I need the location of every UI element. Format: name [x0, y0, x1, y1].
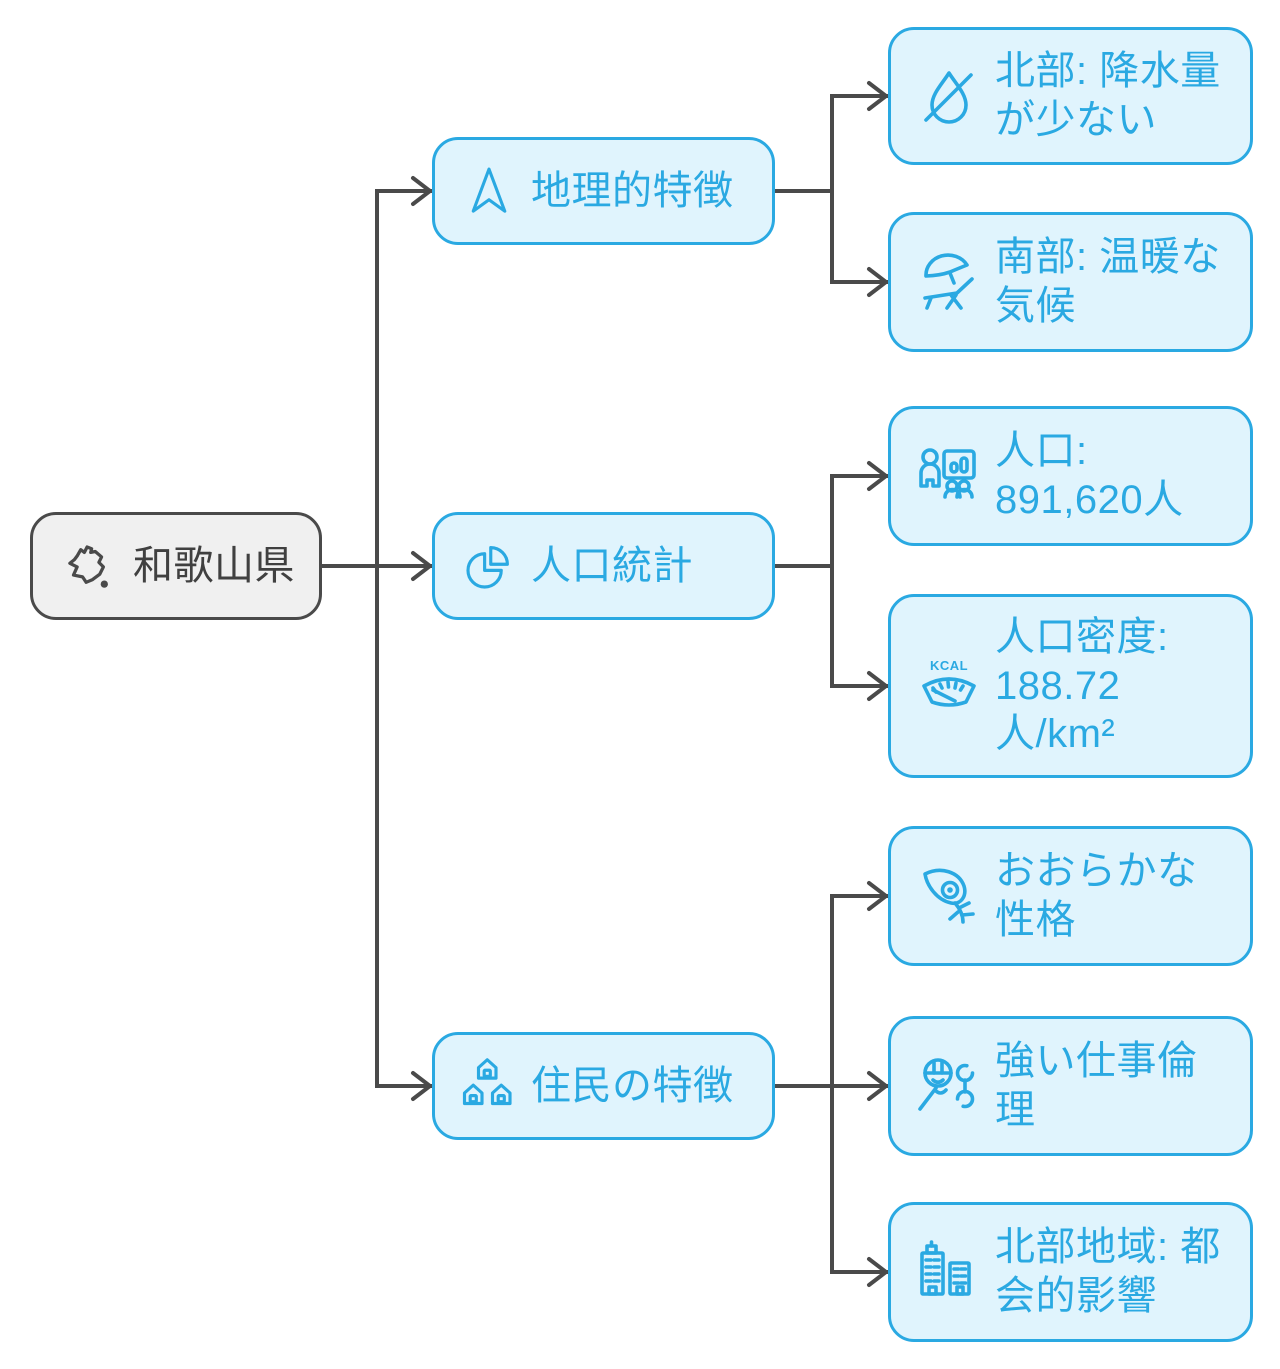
node-geo-north[interactable]: 北部: 降水量 が少ない — [888, 27, 1253, 165]
navigation-arrow-icon — [471, 167, 507, 213]
node-root-label: 和歌山県 — [133, 543, 295, 588]
node-geo-south[interactable]: 南部: 温暖な 気候 — [888, 212, 1253, 352]
node-residents[interactable]: 住民の特徴 — [432, 1032, 775, 1140]
node-density-label: 人口密度: 188.72 人/km² — [995, 614, 1169, 757]
node-personality-label: おおらかな 性格 — [995, 849, 1198, 942]
beach-lounger-icon — [923, 253, 974, 310]
city-buildings-icon — [920, 1240, 971, 1296]
worker-wrench-icon — [918, 1058, 975, 1111]
houses-icon — [462, 1058, 512, 1106]
node-geo-north-label: 北部: 降水量 が少ない — [995, 49, 1221, 142]
node-demographics[interactable]: 人口統計 — [432, 512, 775, 620]
node-root-wakayama[interactable]: 和歌山県 — [30, 512, 322, 620]
node-population-label: 人口: 891,620人 — [995, 429, 1184, 522]
node-work-ethic[interactable]: 強い仕事倫 理 — [888, 1016, 1253, 1156]
kcal-gauge-text: KCAL — [930, 658, 968, 673]
pie-chart-icon — [466, 546, 509, 589]
people-presentation-icon — [919, 448, 976, 499]
node-geography[interactable]: 地理的特徴 — [432, 137, 775, 245]
node-population[interactable]: 人口: 891,620人 — [888, 406, 1253, 546]
kcal-gauge-icon: KCAL — [922, 658, 976, 707]
node-demographics-label: 人口統計 — [531, 543, 693, 588]
node-geo-south-label: 南部: 温暖な 気候 — [995, 235, 1221, 328]
node-work-ethic-label: 強い仕事倫 理 — [995, 1039, 1198, 1132]
node-geography-label: 地理的特徴 — [531, 168, 734, 213]
map-icon — [68, 545, 108, 588]
node-personality[interactable]: おおらかな 性格 — [888, 826, 1253, 966]
squid-icon — [923, 868, 975, 924]
node-density[interactable]: KCAL 人口密度: 188.72 人/km² — [888, 594, 1253, 778]
no-rain-icon — [924, 71, 973, 124]
node-urban[interactable]: 北部地域: 都 会的影響 — [888, 1202, 1253, 1342]
node-residents-label: 住民の特徴 — [531, 1063, 734, 1108]
node-urban-label: 北部地域: 都 会的影響 — [995, 1225, 1221, 1318]
